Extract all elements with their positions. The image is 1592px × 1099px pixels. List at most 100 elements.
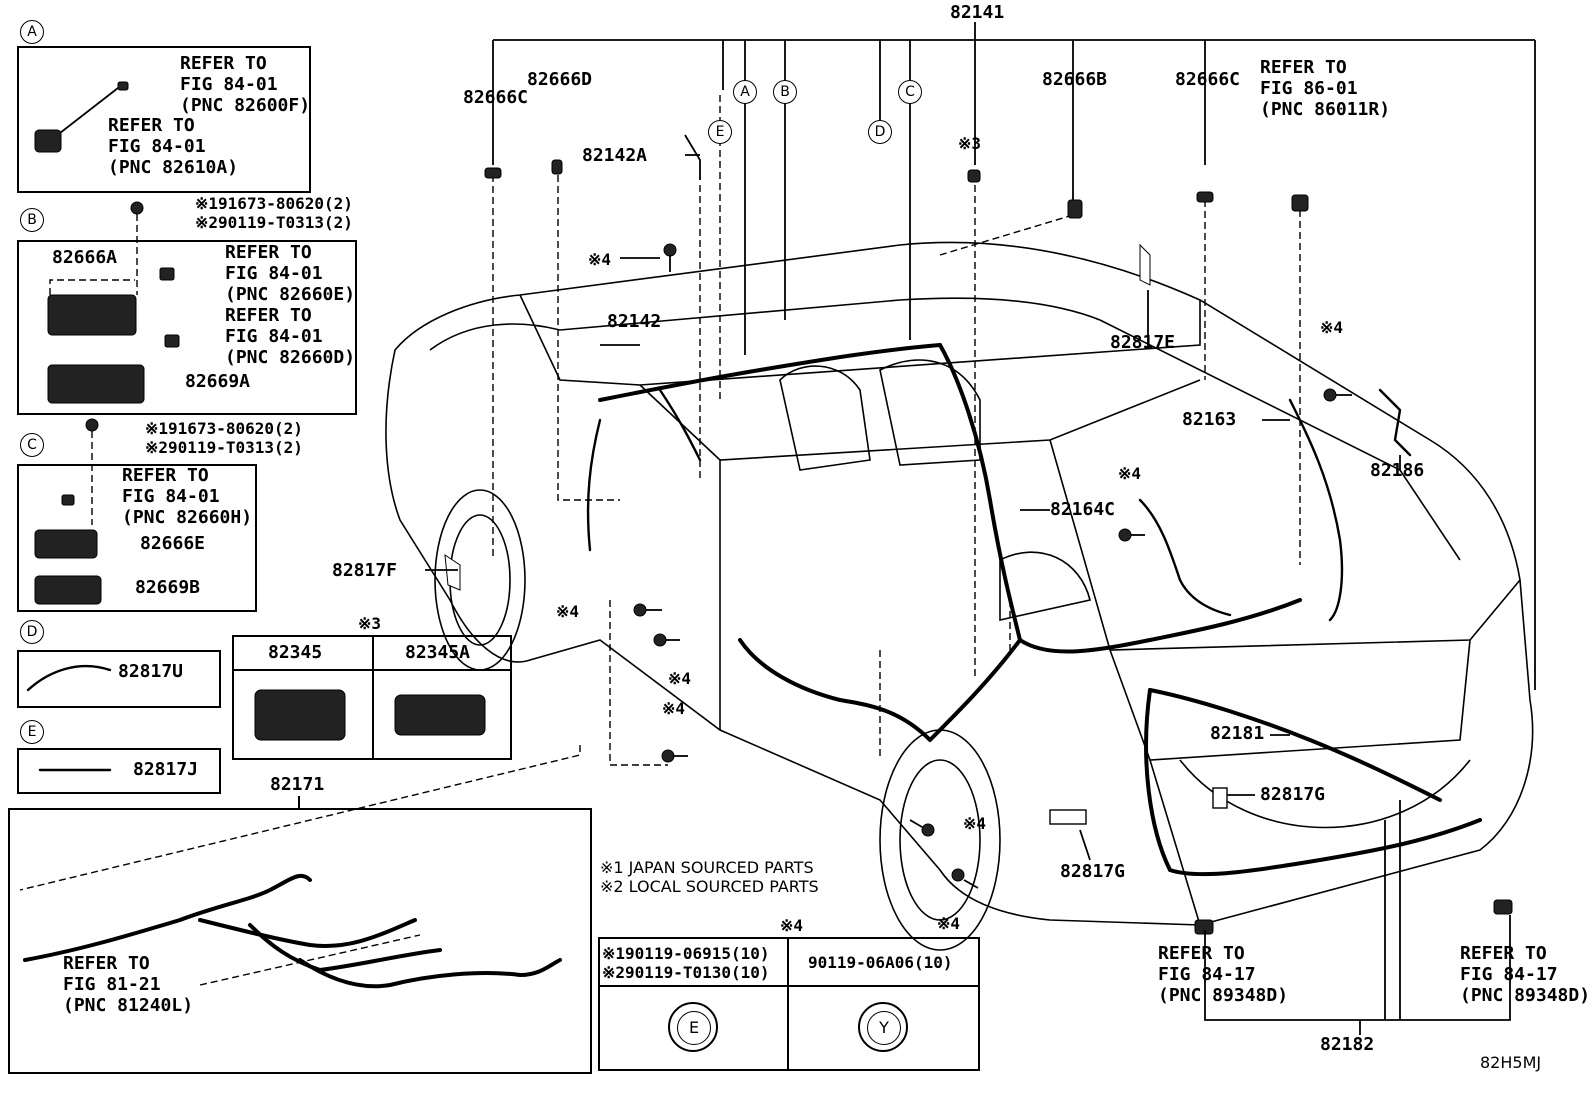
label-82666c-right: 82666C xyxy=(1175,69,1241,90)
inset-e-marker: E xyxy=(20,720,44,744)
inset-a-ref1-l2: FIG 84-01 xyxy=(180,74,278,95)
inset-b-ref1-l2: FIG 84-01 xyxy=(225,263,323,284)
inset-c-ref1-l3: (PNC 82660H) xyxy=(122,507,253,528)
bolt-table-mark: ※4 xyxy=(780,916,804,935)
label-ref84-17-left-l2: FIG 84-17 xyxy=(1158,964,1256,985)
harness-82171-label: 82171 xyxy=(270,774,325,795)
inset-a-marker: A xyxy=(20,20,44,44)
label-82817f: 82817F xyxy=(332,560,398,581)
label-82182: 82182 xyxy=(1320,1034,1375,1055)
inset-d-box xyxy=(17,650,221,708)
bolt-e-symbol: E xyxy=(668,1002,718,1052)
inset-b-ref2-l2: FIG 84-01 xyxy=(225,326,323,347)
relay-col-82345a: 82345A xyxy=(405,642,471,663)
label-82142: 82142 xyxy=(607,311,662,332)
label-ref84-17-right-l3: (PNC 89348D) xyxy=(1460,985,1591,1006)
label-mark4-e: ※4 xyxy=(668,669,692,688)
bolt-y-inner: Y xyxy=(867,1011,901,1045)
inset-a-ref2-l2: FIG 84-01 xyxy=(108,136,206,157)
harness-82171-ref-l3: (PNC 81240L) xyxy=(63,995,194,1016)
inset-c-p82666e: 82666E xyxy=(140,533,206,554)
label-82817g-a: 82817G xyxy=(1260,784,1326,805)
relay-table-divider xyxy=(372,635,374,760)
label-82817g-b: 82817G xyxy=(1060,861,1126,882)
callout-e: E xyxy=(708,120,732,144)
label-ref86-l1: REFER TO xyxy=(1260,57,1347,78)
inset-e-box xyxy=(17,748,221,794)
inset-b-marker: B xyxy=(20,208,44,232)
label-mark4-f: ※4 xyxy=(662,699,686,718)
label-82163: 82163 xyxy=(1182,409,1237,430)
note-local-sourced: ※2 LOCAL SOURCED PARTS xyxy=(600,877,819,896)
label-ref84-17-left-l3: (PNC 89348D) xyxy=(1158,985,1289,1006)
label-82817e: 82817E xyxy=(1110,332,1176,353)
inset-b-box xyxy=(17,240,357,415)
inset-b-bolt1: ※191673-80620(2) xyxy=(195,194,353,213)
bolt-e-inner: E xyxy=(677,1011,711,1045)
note-japan-sourced: ※1 JAPAN SOURCED PARTS xyxy=(600,858,814,877)
label-mark4-g: ※4 xyxy=(963,814,987,833)
inset-c-ref1-l2: FIG 84-01 xyxy=(122,486,220,507)
label-mark4-c: ※4 xyxy=(1118,464,1142,483)
inset-b-ref1-l3: (PNC 82660E) xyxy=(225,284,356,305)
inset-b-bolt2: ※290119-T0313(2) xyxy=(195,213,353,232)
inset-c-marker: C xyxy=(20,433,44,457)
inset-d-marker: D xyxy=(20,620,44,644)
label-ref86-l3: (PNC 86011R) xyxy=(1260,99,1391,120)
inset-b-p82666a: 82666A xyxy=(52,247,118,268)
relay-table-mark: ※3 xyxy=(358,614,382,633)
label-mark4-d: ※4 xyxy=(556,602,580,621)
inset-a-ref1-l3: (PNC 82600F) xyxy=(180,95,311,116)
inset-c-bolt2: ※290119-T0313(2) xyxy=(145,438,303,457)
inset-b-p82669a: 82669A xyxy=(185,371,251,392)
bolt-left-row1: ※190119-06915(10) xyxy=(602,944,770,963)
inset-e-p82817j: 82817J xyxy=(133,759,199,780)
inset-c-box xyxy=(17,464,257,612)
inset-d-p82817u: 82817U xyxy=(118,661,184,682)
bolt-left-row2: ※290119-T0130(10) xyxy=(602,963,770,982)
diagram-code: 82H5MJ xyxy=(1480,1053,1542,1072)
callout-b: B xyxy=(773,80,797,104)
label-ref84-17-right-l1: REFER TO xyxy=(1460,943,1547,964)
harness-82171-ref-l1: REFER TO xyxy=(63,953,150,974)
harness-82171-box xyxy=(8,808,592,1074)
label-ref84-17-left-l1: REFER TO xyxy=(1158,943,1245,964)
label-82666c-left: 82666C xyxy=(463,87,529,108)
label-82666b: 82666B xyxy=(1042,69,1108,90)
inset-c-ref1-l1: REFER TO xyxy=(122,465,209,486)
inset-a-ref2-l1: REFER TO xyxy=(108,115,195,136)
inset-a-box xyxy=(17,46,311,193)
label-82142a: 82142A xyxy=(582,145,648,166)
inset-c-p82669b: 82669B xyxy=(135,577,201,598)
label-mark4-h: ※4 xyxy=(937,914,961,933)
bolt-table-divider xyxy=(787,937,789,1071)
label-mark3: ※3 xyxy=(958,134,982,153)
callout-d: D xyxy=(868,120,892,144)
label-82181: 82181 xyxy=(1210,723,1265,744)
label-82186: 82186 xyxy=(1370,460,1425,481)
bolt-y-symbol: Y xyxy=(858,1002,908,1052)
inset-c-bolt1: ※191673-80620(2) xyxy=(145,419,303,438)
label-ref84-17-right-l2: FIG 84-17 xyxy=(1460,964,1558,985)
callout-a: A xyxy=(733,80,757,104)
inset-b-ref1-l1: REFER TO xyxy=(225,242,312,263)
inset-b-ref2-l1: REFER TO xyxy=(225,305,312,326)
bolt-table-header-line xyxy=(598,937,980,987)
label-82164c: 82164C xyxy=(1050,499,1116,520)
label-mark4-b: ※4 xyxy=(1320,318,1344,337)
inset-a-ref2-l3: (PNC 82610A) xyxy=(108,157,239,178)
bolt-table xyxy=(598,937,980,1071)
callout-c: C xyxy=(898,80,922,104)
label-82666d: 82666D xyxy=(527,69,593,90)
inset-a-ref1-l1: REFER TO xyxy=(180,53,267,74)
label-82141: 82141 xyxy=(950,2,1005,23)
bolt-right-row: 90119-06A06(10) xyxy=(808,953,953,972)
label-ref86-l2: FIG 86-01 xyxy=(1260,78,1358,99)
inset-b-ref2-l3: (PNC 82660D) xyxy=(225,347,356,368)
relay-col-82345: 82345 xyxy=(268,642,323,663)
label-mark4-a: ※4 xyxy=(588,250,612,269)
harness-82171-bracket xyxy=(298,796,300,808)
harness-82171-ref-l2: FIG 81-21 xyxy=(63,974,161,995)
